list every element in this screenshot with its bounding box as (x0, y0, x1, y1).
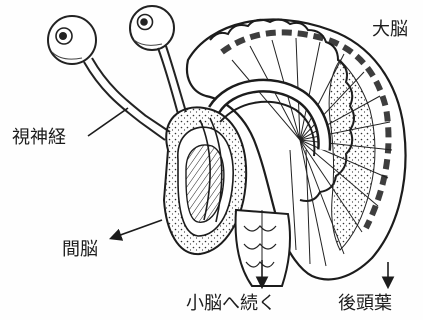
label-cerebrum: 大脳 (372, 20, 408, 40)
optic-nerve-leader (88, 108, 128, 136)
label-to-cerebellum: 小脳へ続く (186, 294, 276, 314)
right-eyeball (130, 6, 174, 50)
label-optic-nerve: 視神経 (12, 128, 66, 148)
label-occipital-lobe: 後頭葉 (338, 294, 392, 314)
diencephalon-arrow (112, 220, 162, 238)
left-eyeball (48, 16, 96, 64)
diencephalon-drawing (164, 107, 246, 254)
label-diencephalon: 間脳 (62, 240, 98, 260)
